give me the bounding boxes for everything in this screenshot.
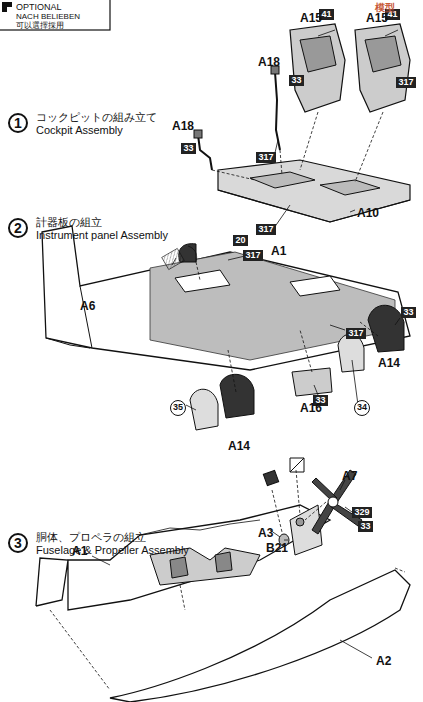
step-heading: Fuselage & Propeller Assembly <box>36 544 189 556</box>
callout-number: 33 <box>360 521 370 531</box>
step-heading: 計器板の組立 <box>36 216 102 228</box>
paint-number: 317 <box>256 152 276 163</box>
paint-number: 33 <box>401 307 416 318</box>
callout-number: 317 <box>258 152 273 162</box>
callout-number: 33 <box>291 75 301 85</box>
part-name: A15 <box>300 12 322 25</box>
marking-number: 34 <box>354 400 370 416</box>
part-name: A18 <box>258 56 280 69</box>
paint-number: 317 <box>243 250 263 261</box>
part-name: B21 <box>266 542 288 555</box>
callout-number: 2 <box>14 220 22 236</box>
part-name: A6 <box>80 300 95 313</box>
step-heading: 胴体、プロペラの組立 <box>36 531 146 543</box>
callout-number: 3 <box>14 535 22 551</box>
callout-number: 20 <box>235 235 245 245</box>
step-heading: コックピットの組み立て <box>36 111 157 123</box>
part-name: A7 <box>342 470 357 483</box>
callout-number: 33 <box>403 307 413 317</box>
paint-number: 317 <box>256 224 276 235</box>
marking-number: 35 <box>170 400 186 416</box>
callout-number: 317 <box>348 328 363 338</box>
callout-number: 317 <box>245 250 260 260</box>
callout-number: 1 <box>14 115 22 131</box>
callout-number: 35 <box>173 402 183 412</box>
part-name: A14 <box>378 357 400 370</box>
part-name: A18 <box>172 120 194 133</box>
paint-number: 317 <box>396 77 416 88</box>
step-number: 1コックピットの組み立てCockpit Assembly <box>8 113 28 133</box>
callout-number: 33 <box>183 143 193 153</box>
option-note: 可以選擇採用 <box>16 21 64 30</box>
part-name: A15 <box>366 12 388 25</box>
paint-number: 329 <box>352 507 372 518</box>
step-heading: Cockpit Assembly <box>36 124 123 136</box>
step-number: 2計器板の組立Instrument panel Assembly <box>8 218 28 238</box>
callout-number: 317 <box>258 224 273 234</box>
callout-number: 317 <box>398 77 413 87</box>
part-name: A16 <box>300 402 322 415</box>
paint-number: 33 <box>358 521 373 532</box>
paint-number: 317 <box>346 328 366 339</box>
step-number: 3胴体、プロペラの組立Fuselage & Propeller Assembly <box>8 533 28 553</box>
part-name: A10 <box>357 207 379 220</box>
paint-number: 33 <box>289 75 304 86</box>
part-name: A3 <box>258 527 273 540</box>
step-heading: Instrument panel Assembly <box>36 229 168 241</box>
part-name: A1 <box>271 245 286 258</box>
option-note: NACH BELIEBEN <box>16 12 80 21</box>
option-note: OPTIONAL <box>16 2 62 12</box>
callout-number: 34 <box>357 402 367 412</box>
part-name: A2 <box>376 655 391 668</box>
callout-number: 329 <box>354 507 369 517</box>
paint-number: 33 <box>181 143 196 154</box>
part-name: A14 <box>228 440 250 453</box>
part-name: A1 <box>72 545 87 558</box>
paint-number: 20 <box>233 235 248 246</box>
callout-number: 41 <box>321 9 331 19</box>
